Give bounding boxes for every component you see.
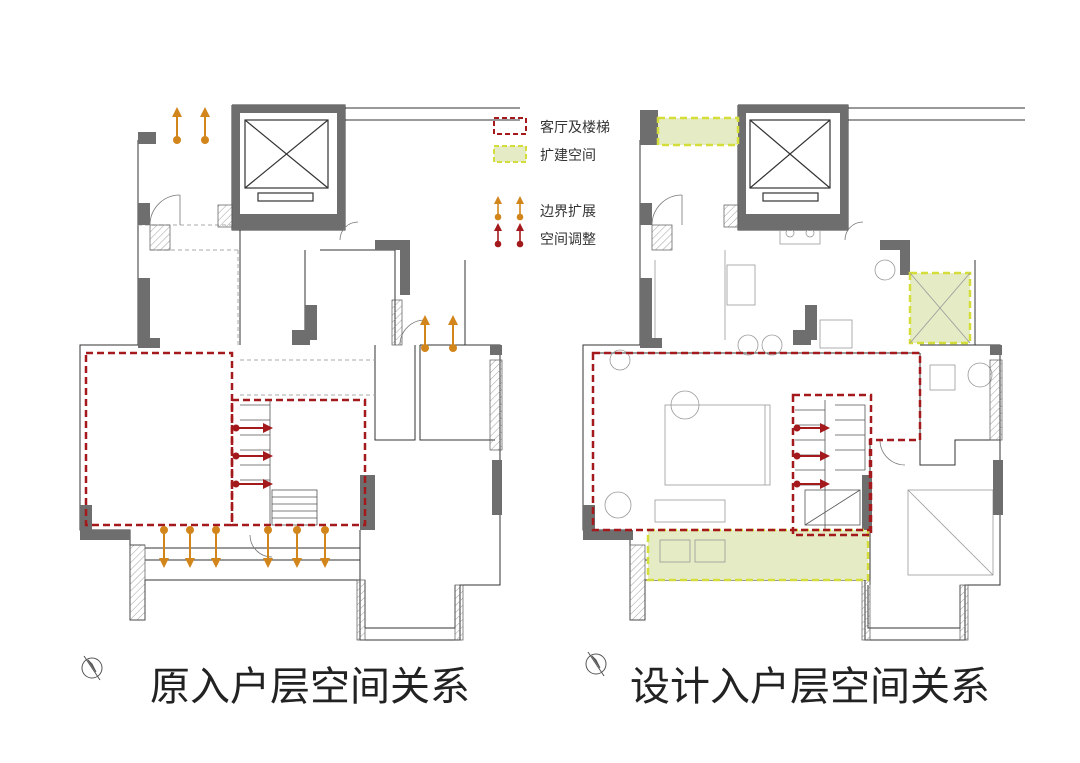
compass-icon bbox=[585, 651, 607, 677]
legend-boundary-expansion: 边界扩展 bbox=[540, 204, 596, 220]
right-floor-plan bbox=[582, 104, 1025, 677]
legend-space-adjustment: 空间调整 bbox=[540, 232, 596, 248]
elevator-icon bbox=[244, 119, 329, 202]
legend-expansion-space: 扩建空间 bbox=[540, 148, 596, 164]
legend: 客厅及楼梯 扩建空间 边界扩展 空间调整 bbox=[493, 117, 610, 248]
compass-icon bbox=[81, 655, 103, 681]
elevator-icon bbox=[749, 119, 831, 202]
legend-living-stairs: 客厅及楼梯 bbox=[540, 119, 610, 136]
caption-left: 原入户层空间关系 bbox=[150, 664, 470, 710]
caption-right: 设计入户层空间关系 bbox=[630, 664, 990, 710]
left-floor-plan bbox=[79, 104, 520, 681]
